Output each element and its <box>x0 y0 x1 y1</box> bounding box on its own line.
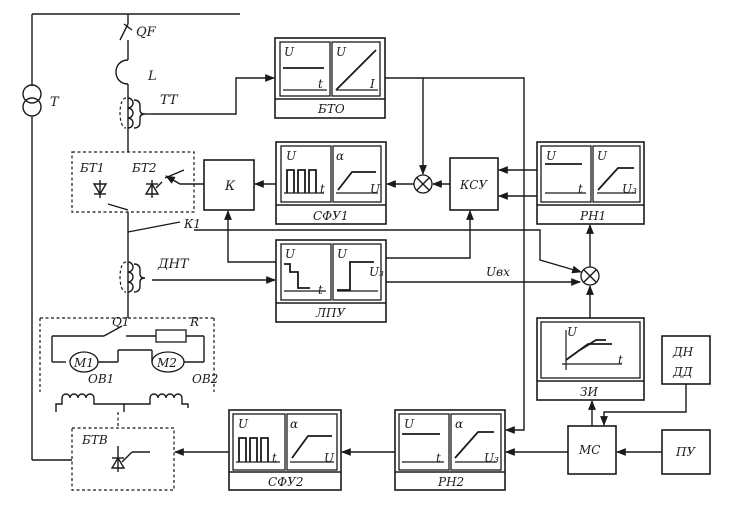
breaker-qf-label: QF <box>136 25 157 40</box>
rn1-g1-x: t <box>578 182 583 196</box>
block-k <box>203 159 255 211</box>
sfu1-g2-y: α <box>336 149 344 163</box>
block-k-label: К <box>224 179 236 194</box>
lpu-name: ЛПУ <box>315 306 346 320</box>
block-dn-dd <box>661 335 711 385</box>
block-sfu2: U t α U СФУ2 <box>228 409 342 491</box>
resistor-r-label: R <box>189 315 199 329</box>
switch-q1-symbol <box>103 325 123 337</box>
motor-circuit-frame <box>39 317 215 392</box>
block-ksu-label: КСУ <box>459 178 488 192</box>
field-winding-ov2-label: ОВ2 <box>192 372 218 386</box>
rn1-name: РН1 <box>579 209 606 223</box>
block-ms <box>567 425 617 475</box>
sfu2-g1-y: U <box>238 417 249 431</box>
block-sfu1: U t α U СФУ1 <box>275 141 387 225</box>
bto-g2-y: U <box>336 45 347 59</box>
bto-g2-x: I <box>369 77 375 91</box>
resistor-r-symbol <box>155 329 187 343</box>
block-dn-label: ДН <box>672 345 694 359</box>
field-winding-ov1-label: ОВ1 <box>88 372 114 386</box>
zi-name: ЗИ <box>580 385 598 399</box>
block-zi: U t ЗИ <box>536 317 645 401</box>
thyristor-btv-icon <box>110 446 150 472</box>
zi-g1-y: U <box>567 325 578 339</box>
field-exciter-btv-block <box>71 427 175 491</box>
current-sensor-dnt-symbol <box>127 261 134 293</box>
block-pu-label: ПУ <box>675 445 696 459</box>
motor-m2-label: M2 <box>156 356 177 370</box>
block-pu <box>661 429 711 475</box>
block-rn1: U t U U₃ РН1 <box>536 141 645 225</box>
transformer-t-icon <box>22 84 42 117</box>
current-sensor-dnt-label: ДНТ <box>157 257 190 272</box>
current-transformer-tt-label: TT <box>160 93 179 108</box>
field-winding-ov2-symbol <box>149 393 183 399</box>
bto-g1-y: U <box>284 45 295 59</box>
sfu2-name: СФУ2 <box>268 475 303 489</box>
rn1-g1-y: U <box>546 149 557 163</box>
lpu-g1-y: U <box>285 247 296 261</box>
input-voltage-label: Uвх <box>486 265 510 279</box>
bto-g1-x: t <box>318 77 323 91</box>
thyristor-bt1-icon <box>92 180 108 198</box>
transformer-t-label: T <box>50 95 60 110</box>
block-bto: U t U I БТО <box>274 37 386 119</box>
block-ksu <box>449 157 499 211</box>
rn2-g2-x: U₃ <box>484 451 499 465</box>
reactor-l-label: L <box>147 69 157 84</box>
motor-m1-label: M1 <box>73 356 94 370</box>
lpu-g2-x: U₃ <box>369 265 384 279</box>
block-lpu: U t U U₃ ЛПУ <box>275 239 387 323</box>
block-ms-label: МС <box>578 443 600 457</box>
bt2-label: БТ2 <box>131 161 156 175</box>
lpu-g1-x: t <box>318 283 323 297</box>
rn2-name: РН2 <box>437 475 464 489</box>
sfu1-name: СФУ1 <box>313 209 348 223</box>
sfu2-g2-x: U <box>324 451 335 465</box>
rn2-g2-y: α <box>455 417 463 431</box>
sfu1-g1-y: U <box>286 149 297 163</box>
lpu-g2-y: U <box>337 247 348 261</box>
zi-g1-x: t <box>618 353 623 367</box>
rn2-g1-x: t <box>436 451 441 465</box>
switch-q1-label: Q1 <box>112 315 129 329</box>
contact-k1-symbol <box>127 221 181 233</box>
signal-connections: Uвх <box>152 74 687 456</box>
btv-label: БТВ <box>81 433 108 447</box>
block-rn2: U t α U₃ РН2 <box>394 409 506 491</box>
bto-name: БТО <box>317 102 345 116</box>
sfu1-g1-x: t <box>320 182 325 196</box>
bt1-label: БТ1 <box>79 161 104 175</box>
rn2-g1-y: U <box>404 417 415 431</box>
thyristor-bt2-icon <box>144 180 163 198</box>
sfu2-g2-y: α <box>290 417 298 431</box>
contact-k1-label: К1 <box>183 217 201 231</box>
thyristor-converter-block <box>71 151 195 213</box>
reactor-l-symbol <box>115 59 129 85</box>
block-dd-label: ДД <box>672 365 693 379</box>
power-circuit: QF L TT БТ1 БТ2 <box>22 13 240 491</box>
sfu2-g1-x: t <box>272 451 277 465</box>
sfu1-g2-x: U <box>370 182 381 196</box>
rn1-g2-x: U₃ <box>622 182 637 196</box>
field-winding-ov1-symbol <box>61 393 95 399</box>
summing-junction-1-icon <box>413 174 433 194</box>
rn1-g2-y: U <box>597 149 608 163</box>
summing-junction-2-icon <box>580 266 600 286</box>
current-transformer-tt-symbol <box>127 97 134 129</box>
